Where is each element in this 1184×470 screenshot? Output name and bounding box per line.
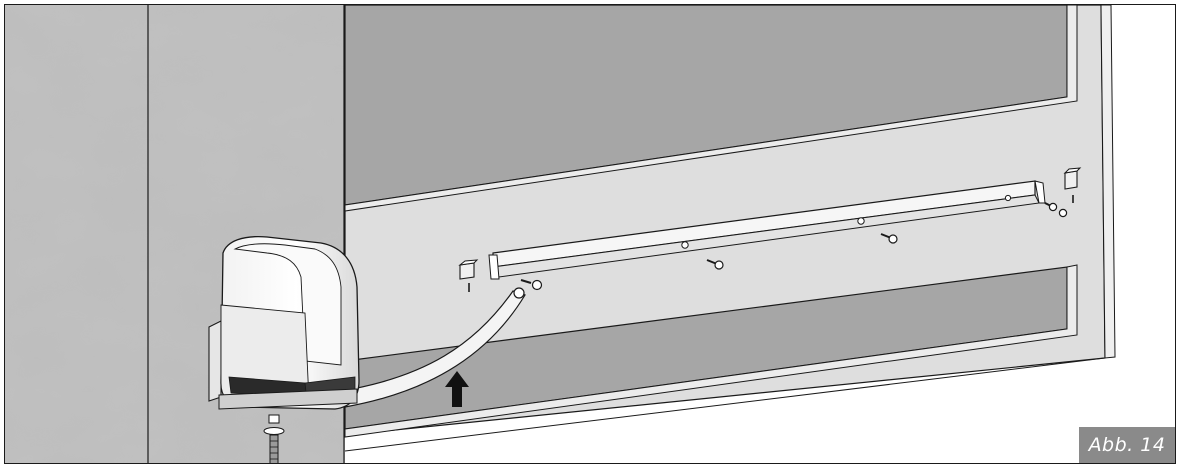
- gate-motor-unit: [208, 235, 360, 463]
- concrete-wall: [5, 5, 345, 463]
- screw-icon: [706, 259, 724, 270]
- screw-icon: [520, 279, 543, 291]
- installation-illustration: [5, 5, 1116, 463]
- figure-frame: Abb. 14: [4, 4, 1176, 464]
- drive-arm: [340, 287, 526, 408]
- figure-label: Abb. 14: [1079, 427, 1175, 463]
- arrow-up-icon: [445, 371, 469, 407]
- mounting-rail: [488, 180, 1046, 280]
- gate-leaf: [344, 5, 1116, 452]
- bracket-icon: [1063, 167, 1082, 203]
- screw-icon: [880, 233, 898, 244]
- screw-icon: [1044, 202, 1068, 218]
- bracket-icon: [458, 259, 479, 292]
